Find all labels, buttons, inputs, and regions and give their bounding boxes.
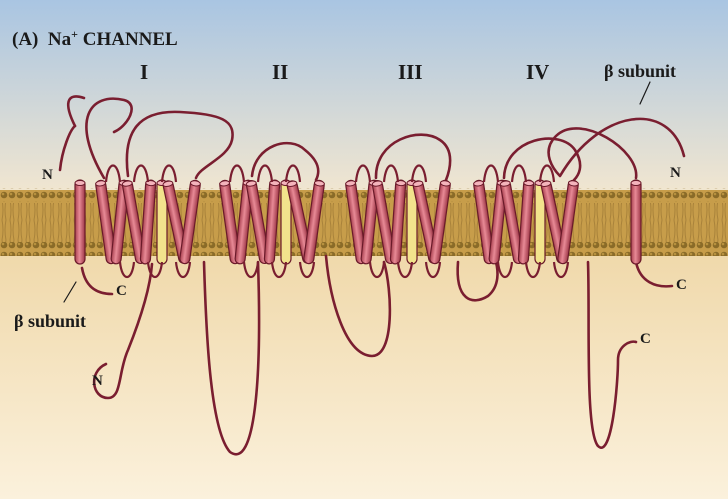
- helix-domain-3-s4: [389, 179, 407, 265]
- helix-domain-3-s6: [429, 179, 451, 265]
- short-loop-bottom: [396, 261, 414, 279]
- beta-right-n-label: N: [670, 165, 681, 181]
- short-loop-bottom: [118, 261, 136, 279]
- beta-right-pointer: [639, 81, 651, 105]
- helix-domain-4-s4: [517, 179, 535, 265]
- short-loop-bottom: [524, 261, 542, 279]
- extracellular-loop-iii: [374, 133, 452, 182]
- short-loop-bottom: [552, 261, 570, 279]
- short-loop-top: [510, 164, 528, 183]
- domain-label-i: I: [140, 60, 149, 84]
- beta-left-c-label: C: [116, 283, 127, 299]
- short-loop-bottom: [298, 261, 316, 279]
- linker-i-ii: [202, 260, 261, 456]
- beta-helices: [74, 179, 642, 265]
- beta-left-n-label: N: [42, 167, 53, 183]
- helix-domain-4-s3: [499, 179, 525, 265]
- domain-label-iv: IV: [526, 60, 550, 84]
- short-loop-top: [256, 164, 274, 183]
- short-loop-top: [228, 164, 246, 183]
- connecting-loops: [85, 97, 638, 456]
- short-loop-top: [482, 164, 500, 183]
- extracellular-background: [0, 0, 728, 192]
- beta-left-helix: [74, 179, 86, 265]
- alpha-c-terminus-tail: [586, 260, 638, 449]
- extracellular-loop-ii: [250, 141, 320, 182]
- short-loop-top: [284, 164, 302, 183]
- helix-domain-2-s3: [245, 179, 271, 265]
- beta-left-c-tail: [80, 266, 114, 296]
- domain-label-ii: II: [272, 60, 289, 84]
- domain-label-iii: III: [398, 60, 423, 84]
- helix-domain-1-s3: [121, 179, 147, 265]
- helix-domain-2-s6: [303, 179, 325, 265]
- helix-domain-4-s1: [473, 179, 495, 265]
- short-loop-top: [354, 164, 372, 183]
- helix-domain-2-s1: [219, 179, 241, 265]
- extracellular-loop-i: [85, 97, 133, 180]
- beta-right-c-label: C: [676, 277, 687, 293]
- short-loop-bottom: [174, 261, 192, 279]
- helix-domain-3-s3: [371, 179, 397, 265]
- short-loop-top: [132, 164, 150, 183]
- linker-iii-iv: [456, 260, 499, 302]
- short-loop-bottom: [270, 261, 288, 279]
- helix-domain-1-s6: [179, 179, 201, 265]
- beta-left-extracellular-tail: [58, 124, 77, 172]
- figure-title: (A) Na+ CHANNEL: [12, 27, 178, 50]
- helix-domain-4-s6: [557, 179, 579, 265]
- beta-left-loop: [66, 95, 86, 128]
- short-loop-top: [160, 164, 178, 183]
- helix-domain-1-s1: [95, 179, 117, 265]
- short-loop-bottom: [146, 261, 164, 279]
- beta-right-helix: [630, 179, 642, 265]
- alpha-n-label: N: [92, 373, 103, 389]
- short-loop-top: [104, 164, 122, 183]
- beta-subunits: [58, 81, 686, 303]
- linker-ii-iii: [324, 254, 392, 358]
- beta-right-c-tail: [634, 260, 674, 288]
- alpha-c-label: C: [640, 331, 651, 347]
- short-loop-top: [382, 164, 400, 183]
- transmembrane-helices: [95, 164, 579, 279]
- short-loop-bottom: [368, 261, 386, 279]
- beta-right-extracellular-tail: [547, 117, 686, 180]
- short-loop-bottom: [242, 261, 260, 279]
- short-loop-top: [410, 164, 428, 183]
- beta-subunit-label-left: β subunit: [14, 311, 87, 331]
- alpha-n-terminus-tail: [92, 262, 154, 400]
- helix-domain-1-s4: [139, 179, 157, 265]
- extracellular-loop-i-b: [125, 110, 234, 180]
- short-loop-bottom: [496, 261, 514, 279]
- short-loop-top: [538, 164, 556, 183]
- beta-subunit-label-right: β subunit: [604, 61, 677, 81]
- short-loop-bottom: [424, 261, 442, 279]
- beta-left-pointer: [63, 281, 77, 303]
- helix-domain-3-s1: [345, 179, 367, 265]
- extracellular-loop-iv: [502, 137, 582, 182]
